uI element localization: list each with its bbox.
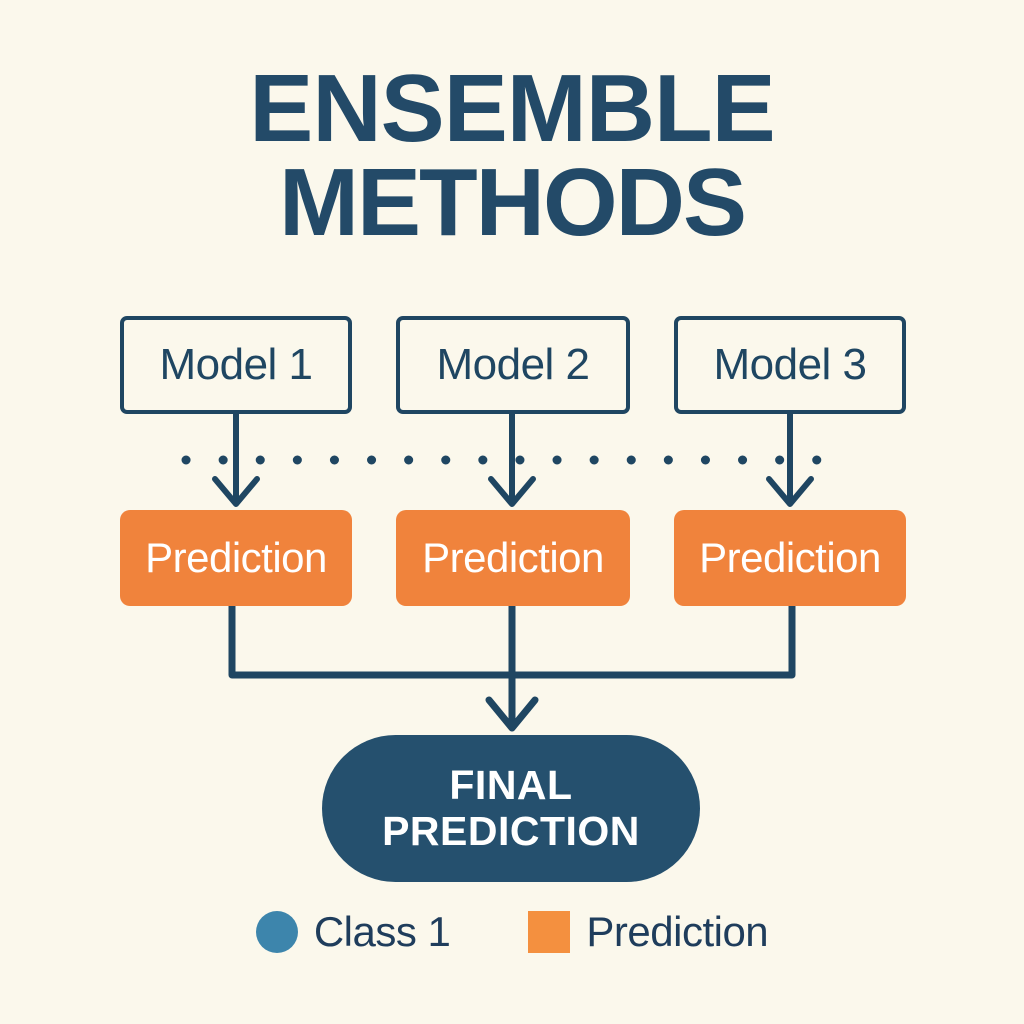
model-box-2[interactable]: Model 2: [396, 316, 630, 414]
prediction-box-3[interactable]: Prediction: [674, 510, 906, 606]
merge-bus-connector: [228, 606, 796, 732]
arrow-model2-to-prediction2: [488, 414, 536, 507]
prediction-box-1[interactable]: Prediction: [120, 510, 352, 606]
square-marker-icon: [528, 911, 571, 953]
legend-item-class-1: Class 1: [255, 908, 451, 956]
arrow-model1-to-prediction1: [212, 414, 260, 507]
model-box-1[interactable]: Model 1: [120, 316, 352, 414]
prediction-box-3-label: Prediction: [699, 534, 881, 581]
model-box-3[interactable]: Model 3: [674, 316, 906, 414]
model-box-2-label: Model 2: [436, 340, 590, 389]
title-line-2: METHODS: [279, 149, 747, 257]
legend: Class 1 Prediction: [0, 908, 1024, 956]
title-line-1: ENSEMBLE: [249, 55, 775, 162]
page-title: ENSEMBLE METHODS: [0, 55, 1024, 257]
arrow-model3-to-prediction3: [766, 414, 814, 507]
model-box-3-label: Model 3: [713, 340, 867, 389]
final-prediction-line-1: FINAL: [449, 761, 573, 808]
circle-marker-icon: [255, 911, 298, 953]
prediction-box-2-label: Prediction: [422, 534, 604, 581]
model-box-1-label: Model 1: [159, 340, 313, 389]
legend-label-prediction: Prediction: [586, 908, 769, 955]
prediction-box-1-label: Prediction: [145, 534, 327, 581]
legend-item-prediction: Prediction: [528, 908, 769, 956]
prediction-box-2[interactable]: Prediction: [396, 510, 630, 606]
final-prediction-pill[interactable]: FINAL PREDICTION: [322, 735, 700, 882]
legend-label-class-1: Class 1: [313, 908, 451, 955]
final-prediction-line-2: PREDICTION: [382, 807, 640, 854]
